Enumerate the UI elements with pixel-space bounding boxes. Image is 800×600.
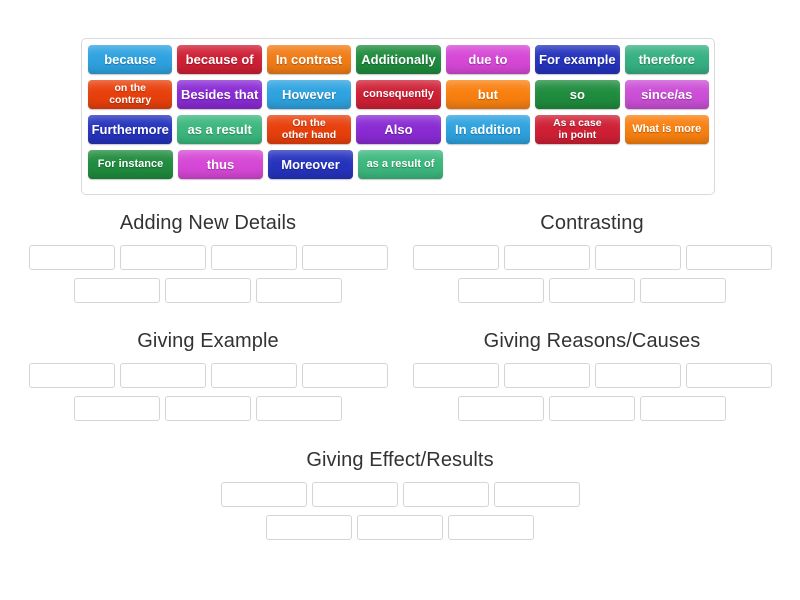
drop-slot[interactable] [594, 245, 681, 270]
drop-slot[interactable] [685, 363, 772, 388]
word-tile[interactable]: as a result of [358, 150, 443, 179]
category-title: Giving Effect/Results [306, 449, 494, 471]
category-title: Giving Reasons/Causes [483, 330, 701, 352]
word-tile[interactable]: Additionally [356, 45, 441, 74]
drop-slot[interactable] [448, 515, 534, 540]
word-tile[interactable]: on the contrary [88, 80, 173, 109]
drop-slot[interactable] [301, 363, 388, 388]
word-tile[interactable]: Furthermore [88, 115, 173, 144]
drop-slot[interactable] [165, 396, 251, 421]
drop-zone-row-2 [18, 278, 398, 303]
drop-slot[interactable] [256, 278, 342, 303]
drop-zone-row-2 [18, 396, 398, 421]
word-tile[interactable]: as a result [177, 115, 262, 144]
drop-zone-row-1 [402, 245, 782, 270]
word-tile[interactable]: therefore [624, 45, 709, 74]
drop-zone-row-1 [402, 363, 782, 388]
drop-slot[interactable] [256, 396, 342, 421]
word-tile[interactable]: However [266, 80, 352, 109]
category-title: Giving Example [137, 330, 279, 352]
category-giving-effect-results: Giving Effect/Results [210, 448, 590, 548]
drop-slot[interactable] [549, 278, 635, 303]
word-tile[interactable]: because of [177, 45, 262, 74]
drop-slot[interactable] [503, 245, 590, 270]
word-tile[interactable]: consequently [356, 80, 441, 109]
drop-slot[interactable] [357, 515, 443, 540]
drop-zone-row-1 [18, 245, 398, 270]
word-tile[interactable]: but [445, 80, 531, 109]
drop-slot[interactable] [301, 245, 388, 270]
word-tile[interactable]: In contrast [266, 45, 352, 74]
drop-slot[interactable] [640, 278, 726, 303]
word-tile[interactable]: Also [356, 115, 441, 144]
word-tile[interactable]: In addition [445, 115, 531, 144]
drop-slot[interactable] [28, 245, 115, 270]
drop-slot[interactable] [74, 278, 160, 303]
word-tile[interactable]: On the other hand [266, 115, 352, 144]
drop-slot[interactable] [458, 396, 544, 421]
drop-slot[interactable] [311, 482, 398, 507]
word-tile[interactable]: due to [445, 45, 531, 74]
drop-slot[interactable] [640, 396, 726, 421]
drop-slot[interactable] [594, 363, 681, 388]
drop-slot[interactable] [119, 245, 206, 270]
drop-slot[interactable] [74, 396, 160, 421]
drop-slot[interactable] [119, 363, 206, 388]
drop-zone-row-1 [18, 363, 398, 388]
word-tile[interactable]: As a case in point [535, 115, 620, 144]
category-adding-new-details: Adding New Details [18, 211, 398, 311]
drop-slot[interactable] [458, 278, 544, 303]
word-tile[interactable]: because [88, 45, 173, 74]
drop-slot[interactable] [493, 482, 580, 507]
word-tile[interactable]: For example [535, 45, 620, 74]
category-title: Contrasting [540, 212, 644, 234]
drop-slot[interactable] [266, 515, 352, 540]
drop-slot[interactable] [503, 363, 590, 388]
word-tile[interactable]: Moreover [268, 150, 353, 179]
drop-zone-row-1 [210, 482, 590, 507]
category-title: Adding New Details [119, 212, 297, 234]
word-tile[interactable]: Besides that [177, 80, 262, 109]
drop-zone-row-2 [402, 278, 782, 303]
drop-zone-row-2 [210, 515, 590, 540]
drop-slot[interactable] [685, 245, 772, 270]
drop-slot[interactable] [220, 482, 307, 507]
word-tile[interactable]: What is more [624, 115, 709, 144]
category-giving-example: Giving Example [18, 329, 398, 429]
drop-slot[interactable] [210, 245, 297, 270]
word-tile[interactable]: thus [178, 150, 263, 179]
word-tile[interactable]: For instance [88, 150, 173, 179]
category-contrasting: Contrasting [402, 211, 782, 311]
category-giving-reasons-causes: Giving Reasons/Causes [402, 329, 782, 429]
drop-zone-row-2 [402, 396, 782, 421]
drop-slot[interactable] [549, 396, 635, 421]
drop-slot[interactable] [165, 278, 251, 303]
word-tile[interactable]: so [535, 80, 620, 109]
drop-slot[interactable] [412, 363, 499, 388]
word-tile[interactable]: since/as [624, 80, 709, 109]
drop-slot[interactable] [210, 363, 297, 388]
drop-slot[interactable] [402, 482, 489, 507]
drop-slot[interactable] [412, 245, 499, 270]
drop-slot[interactable] [28, 363, 115, 388]
